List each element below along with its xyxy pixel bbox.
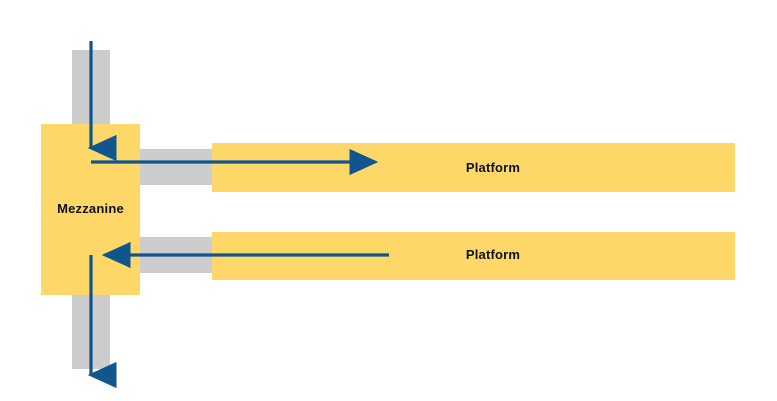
platform-upper-block xyxy=(212,143,735,192)
platform-upper-label: Platform xyxy=(465,160,521,175)
beam-upper-gray-bar xyxy=(140,149,213,185)
mezzanine-label: Mezzanine xyxy=(57,201,124,216)
platform-lower-label: Platform xyxy=(465,247,521,262)
